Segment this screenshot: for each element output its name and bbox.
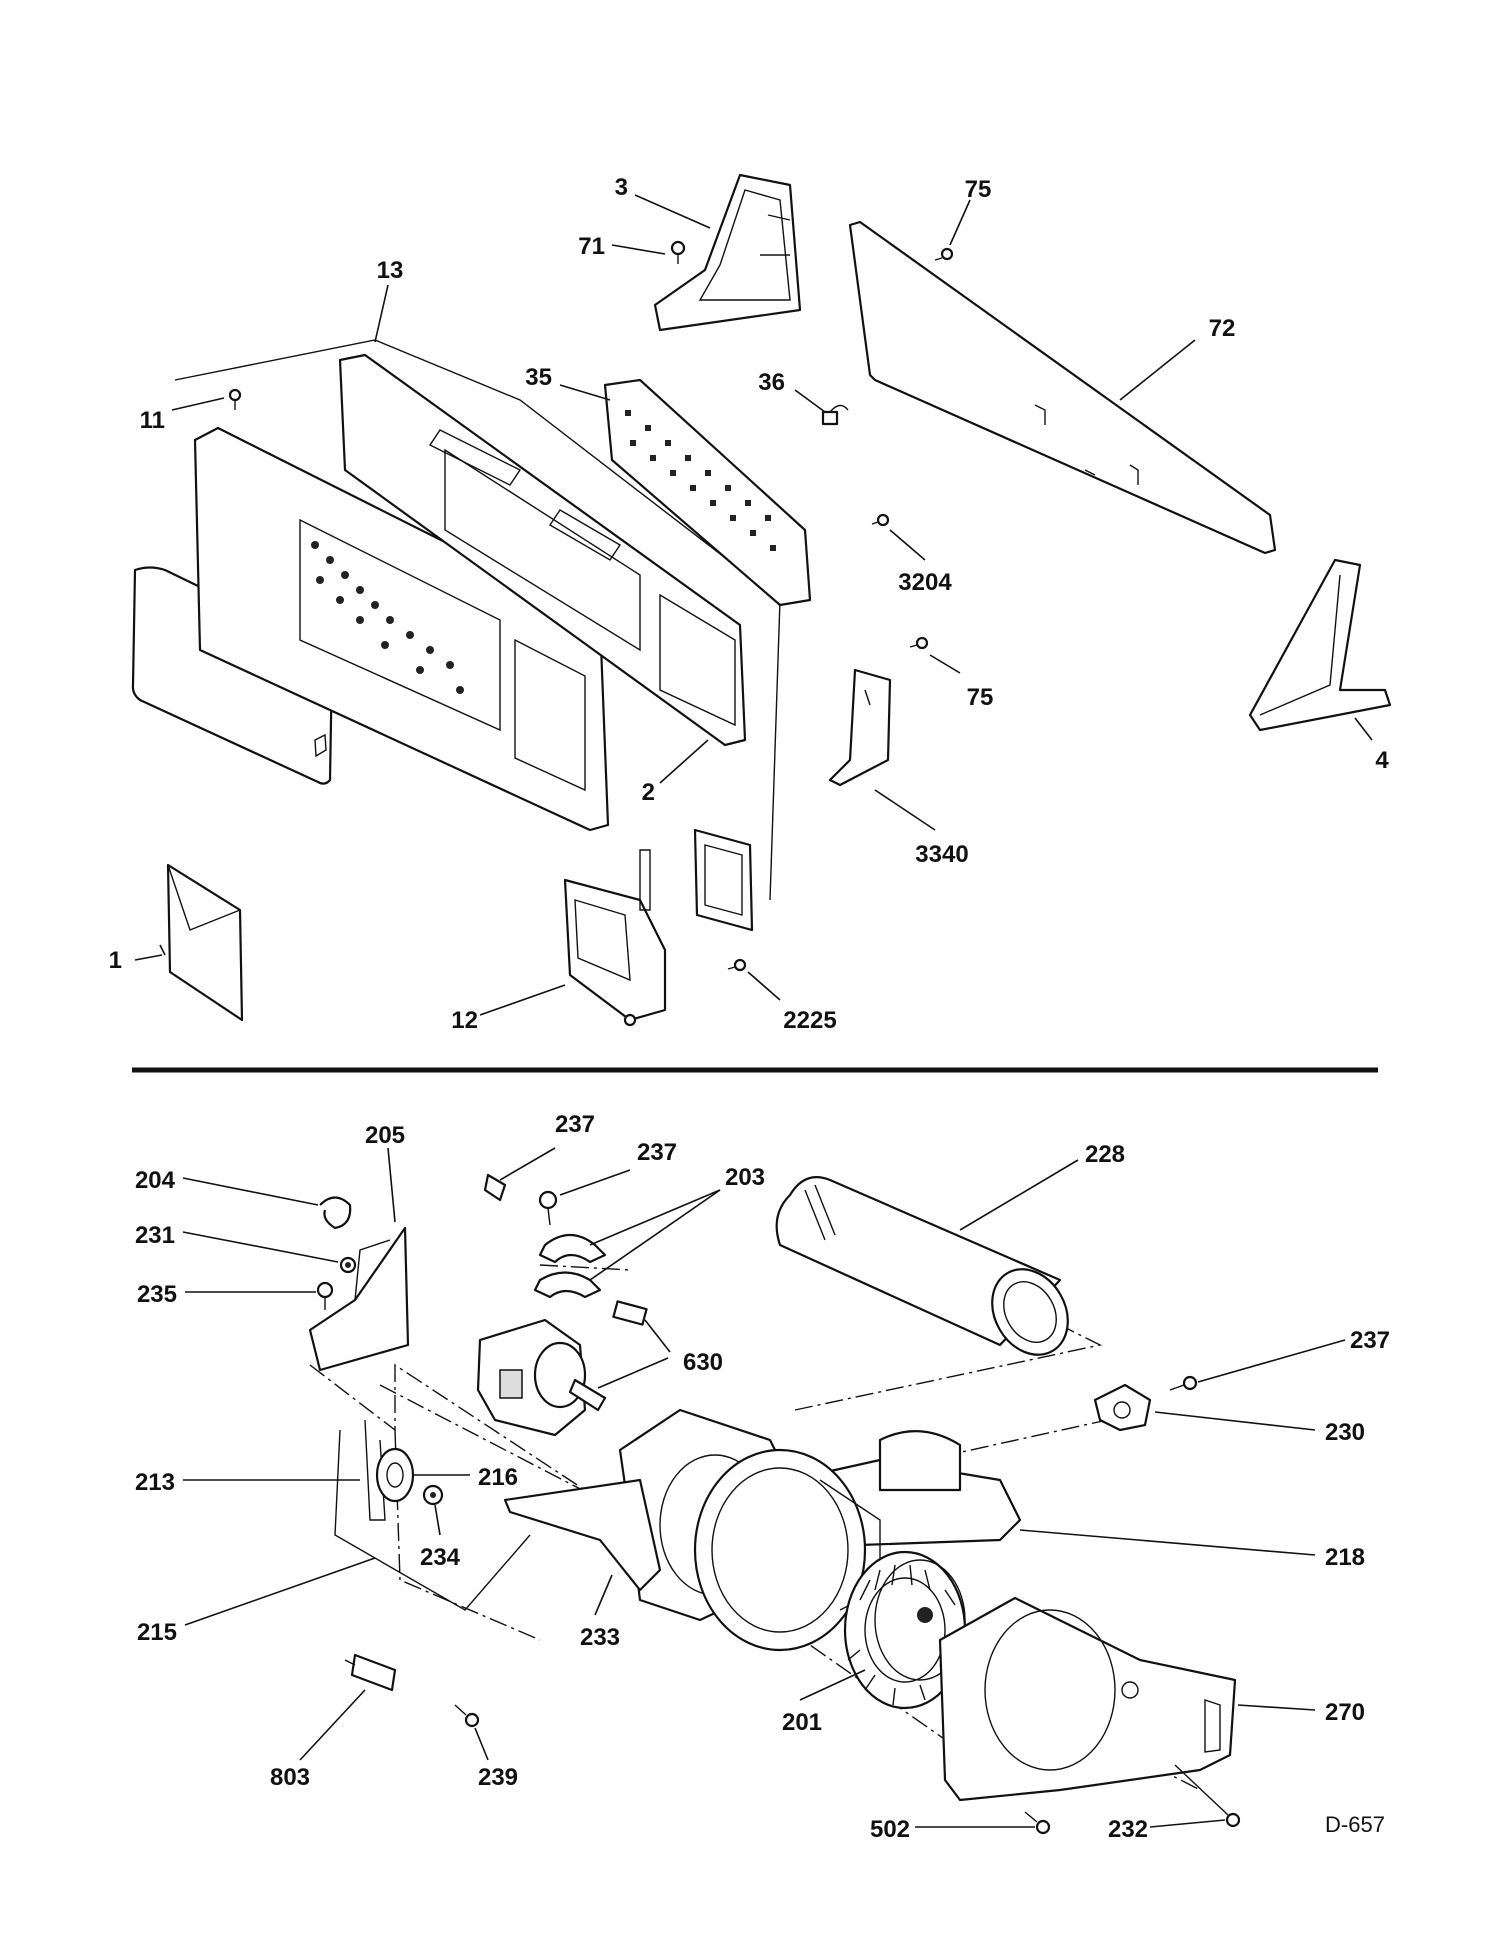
- callout-3: 3: [615, 174, 628, 201]
- callout-502: 502: [870, 1816, 910, 1843]
- screw-237-c: [1169, 1375, 1198, 1391]
- callout-201: 201: [782, 1709, 822, 1736]
- callout-239: 239: [478, 1764, 518, 1791]
- duct-part-228: [775, 1176, 1069, 1356]
- diagram-code: D-657: [1325, 1812, 1385, 1837]
- display-frame: [693, 828, 754, 932]
- callout-1: 1: [109, 947, 122, 974]
- callouts-top: 3 71 75 13 72 11 35 36 3204 75 4 2 3340 …: [109, 174, 1390, 1034]
- callout-11: 11: [140, 407, 165, 434]
- callout-233: 233: [580, 1624, 620, 1651]
- callout-3340: 3340: [915, 841, 968, 868]
- screw-239: [454, 1704, 480, 1728]
- screw-237-b: [538, 1190, 558, 1226]
- blower-ring: [693, 1448, 881, 1652]
- console-outline-13: [174, 339, 781, 901]
- callout-75-mid: 75: [967, 684, 994, 711]
- callout-216: 216: [478, 1464, 518, 1491]
- pulley-part-216: [375, 1447, 415, 1503]
- screw-2225: [727, 958, 747, 972]
- blower-wheel-part-201: [843, 1550, 967, 1710]
- callout-270: 270: [1325, 1699, 1365, 1726]
- screw-237-a: [483, 1173, 507, 1202]
- callout-230: 230: [1325, 1419, 1365, 1446]
- control-frame-part-2: [338, 353, 747, 747]
- control-board-part-12: [563, 849, 667, 1027]
- callout-803: 803: [270, 1764, 310, 1791]
- screw-71: [670, 240, 686, 264]
- callout-237-b: 237: [637, 1139, 677, 1166]
- callout-237-c: 237: [1350, 1327, 1390, 1354]
- callout-203: 203: [725, 1164, 765, 1191]
- screw-3204: [871, 513, 890, 527]
- clamp-203-a: [538, 1233, 607, 1264]
- callout-36: 36: [758, 369, 785, 396]
- bracket-part-205: [308, 1226, 410, 1372]
- callout-12: 12: [451, 1007, 478, 1034]
- blower-cover-part-270: [938, 1596, 1237, 1802]
- screw-75-top: [934, 247, 954, 261]
- bushing-part-234: [422, 1484, 444, 1506]
- callout-75-top: 75: [965, 176, 992, 203]
- callout-2225: 2225: [783, 1007, 836, 1034]
- callout-213: 213: [135, 1469, 175, 1496]
- leader-lines-bottom: [182, 1147, 1346, 1828]
- callout-232: 232: [1108, 1816, 1148, 1843]
- callout-228: 228: [1085, 1141, 1125, 1168]
- callout-630: 630: [683, 1349, 723, 1376]
- callout-72: 72: [1209, 315, 1236, 342]
- switch-part-803: [344, 1653, 397, 1692]
- callout-4: 4: [1375, 747, 1389, 774]
- callout-205: 205: [365, 1122, 405, 1149]
- back-panel-part-72: [848, 220, 1277, 555]
- side-bracket-part-3: [653, 173, 802, 332]
- manual-part-1: [166, 863, 244, 1022]
- clamp-203-b: [533, 1271, 602, 1299]
- callout-215: 215: [137, 1619, 177, 1646]
- thermostat-part-230: [1093, 1383, 1152, 1432]
- callout-231: 231: [135, 1222, 175, 1249]
- callout-71: 71: [578, 233, 605, 260]
- front-panel: [193, 426, 610, 832]
- connector-part-630: [612, 1300, 648, 1326]
- callout-237-a: 237: [555, 1111, 595, 1138]
- screw-502: [1024, 1811, 1051, 1835]
- end-cap-part-4: [1248, 558, 1392, 732]
- screw-75-mid: [909, 636, 929, 650]
- callout-13: 13: [377, 257, 404, 284]
- screw-235: [316, 1281, 334, 1310]
- bracket-part-233: [503, 1478, 662, 1592]
- clip-part-36: [821, 404, 849, 426]
- callout-204: 204: [135, 1167, 176, 1194]
- control-panel-glass: [131, 566, 335, 785]
- screw-232: [1174, 1764, 1241, 1828]
- leader-lines-top: [134, 194, 1373, 1016]
- drive-motor: [476, 1318, 607, 1437]
- callout-35: 35: [525, 364, 552, 391]
- harness-bracket-part-35: [603, 378, 812, 607]
- clip-part-204: [319, 1196, 352, 1230]
- callout-234: 234: [420, 1544, 461, 1571]
- idler-part-213: [334, 1419, 531, 1611]
- callout-235: 235: [137, 1281, 177, 1308]
- callout-2: 2: [642, 779, 655, 806]
- bracket-part-3340: [828, 668, 892, 787]
- callout-218: 218: [1325, 1544, 1365, 1571]
- screw-11: [228, 388, 242, 410]
- callout-3204: 3204: [898, 569, 952, 596]
- screw-231: [339, 1256, 357, 1274]
- callouts-bottom: 205 237 237 203 228 204 231 235 630 237 …: [135, 1111, 1390, 1843]
